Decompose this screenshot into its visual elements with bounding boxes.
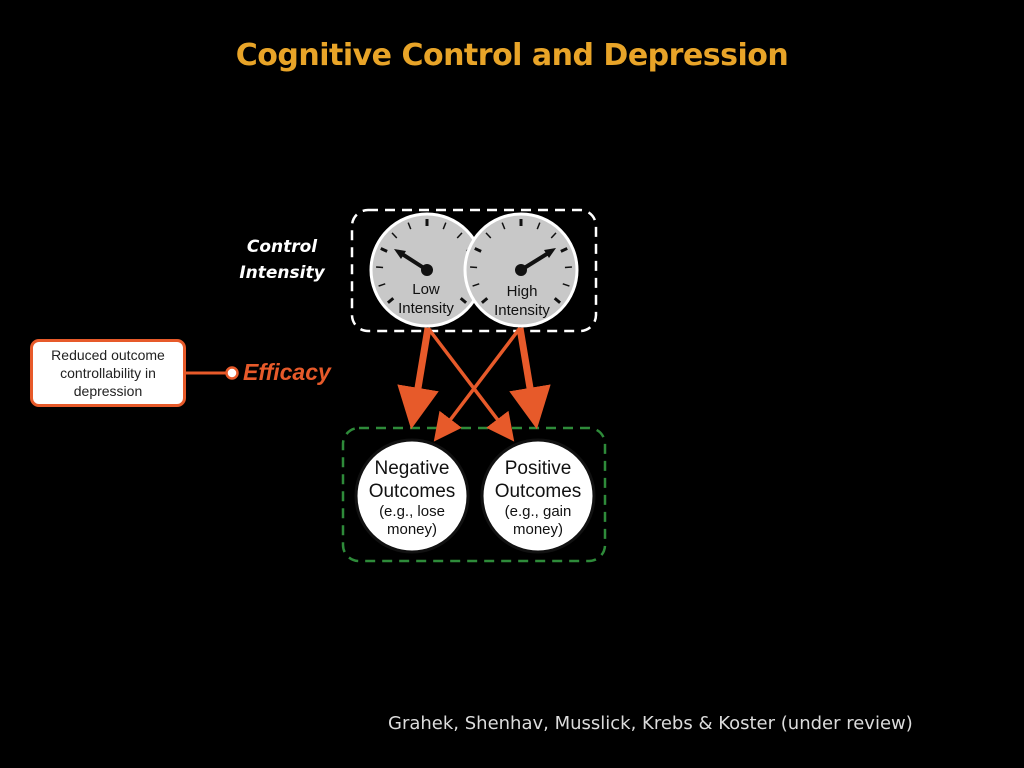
high-intensity-dial: High Intensity <box>463 212 579 328</box>
high-dial-hub <box>515 264 527 276</box>
low-dial-tick <box>380 247 388 253</box>
arrow-low-to-positive <box>426 326 515 442</box>
arrow-low-to-negative <box>397 327 439 430</box>
low-dial-tick <box>386 297 395 304</box>
high-dial-ticks <box>470 219 572 304</box>
control-intensity-line2: Intensity <box>239 263 325 283</box>
positive-sub-line1: (e.g., gain <box>505 503 572 520</box>
high-dial-tick <box>550 232 557 239</box>
high-dial-tick <box>560 247 568 253</box>
slide-title: Cognitive Control and Depression <box>235 38 789 73</box>
low-dial-line2: Intensity <box>398 300 454 317</box>
high-dial-tick <box>553 297 562 304</box>
high-dial-tick <box>485 232 492 239</box>
high-dial-tick <box>562 283 570 287</box>
high-dial-needle-tip <box>544 248 556 258</box>
reduced-box-line3: depression <box>73 383 143 399</box>
low-dial-tick <box>407 222 412 230</box>
negative-outcomes-node: Negative Outcomes (e.g., lose money) <box>354 438 470 554</box>
low-dial-tick <box>459 297 468 304</box>
negative-sub-line1: (e.g., lose <box>379 503 445 520</box>
dashed-box-control <box>350 208 598 333</box>
efficacy-label: Efficacy <box>243 359 331 385</box>
arrow-high-to-negative <box>433 326 522 442</box>
positive-title-line1: Positive <box>505 458 572 479</box>
low-dial-line1: Low <box>412 281 440 298</box>
high-dial-tick <box>474 247 482 253</box>
negative-title-line1: Negative <box>375 458 450 479</box>
arrow-high-to-positive <box>509 327 551 430</box>
low-dial-needle-tip <box>394 249 406 259</box>
high-dial-tick <box>472 283 480 287</box>
high-dial-tick <box>536 222 541 230</box>
citation: Grahek, Shenhav, Musslick, Krebs & Koste… <box>388 713 913 734</box>
low-dial-tick <box>391 232 398 239</box>
low-dial-tick <box>442 222 447 230</box>
negative-sub-line2: money) <box>387 521 437 538</box>
control-intensity-line1: Control <box>246 237 318 257</box>
low-dial-tick <box>456 232 463 239</box>
low-dial-hub <box>421 264 433 276</box>
high-dial-line2: Intensity <box>494 302 550 319</box>
low-intensity-dial: Low Intensity <box>369 212 485 328</box>
efficacy-connector-node <box>225 366 239 380</box>
control-intensity-label: Control Intensity <box>232 234 332 286</box>
reduced-box-line2: controllability in <box>60 365 156 381</box>
dashed-box-outcomes <box>341 426 607 563</box>
positive-outcomes-node: Positive Outcomes (e.g., gain money) <box>480 438 596 554</box>
high-dial-tick <box>501 222 506 230</box>
positive-title-line2: Outcomes <box>495 481 582 502</box>
negative-title-line2: Outcomes <box>369 481 456 502</box>
high-dial-line1: High <box>507 283 538 300</box>
high-dial-tick <box>480 297 489 304</box>
reduced-controllability-box: Reduced outcome controllability in depre… <box>30 339 186 407</box>
low-dial-tick <box>378 283 386 287</box>
reduced-box-line1: Reduced outcome <box>51 347 165 363</box>
positive-sub-line2: money) <box>513 521 563 538</box>
